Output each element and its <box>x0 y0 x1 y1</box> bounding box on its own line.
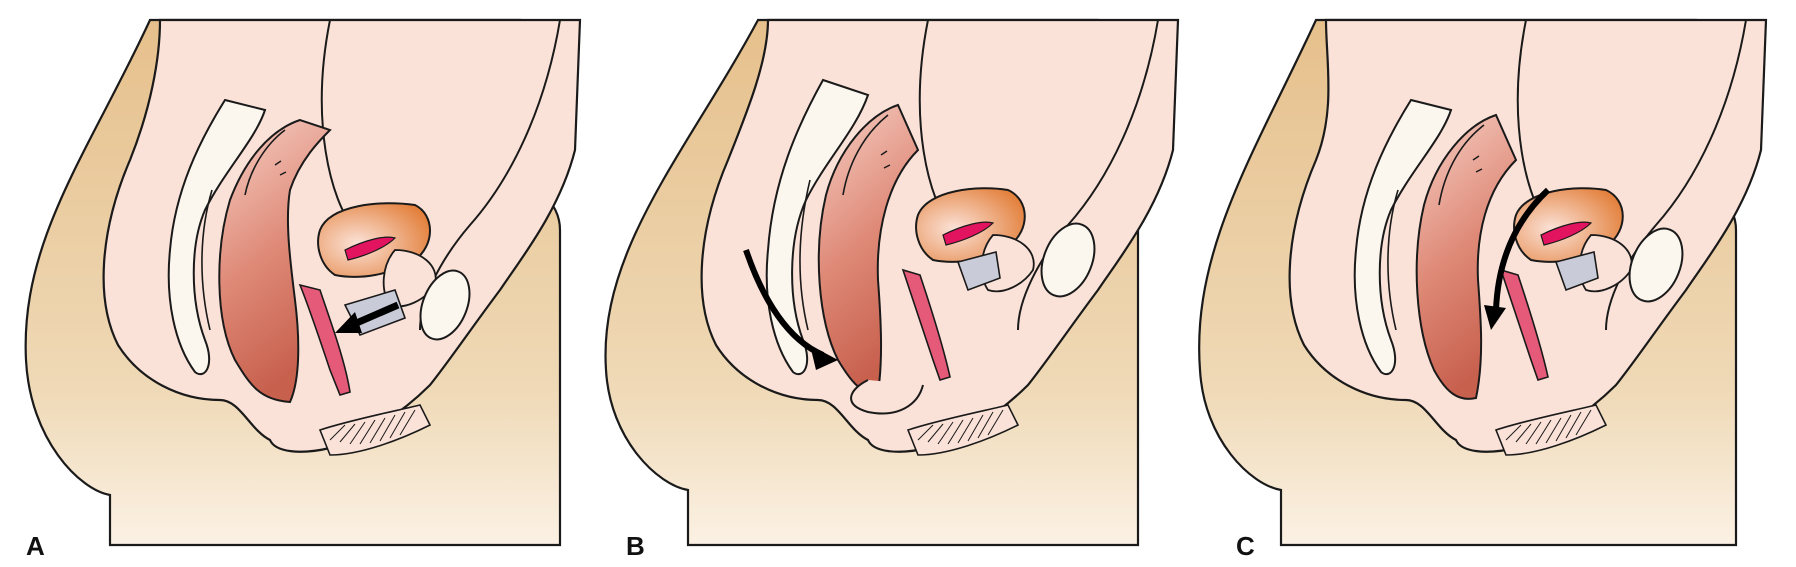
perineum-hatch <box>318 404 432 456</box>
rectum <box>817 103 920 394</box>
panel-c-illustration <box>1198 18 1768 547</box>
pubic-bone <box>1628 227 1684 303</box>
uterine-cavity <box>344 236 397 261</box>
arrow-downward <box>1493 187 1551 311</box>
sacrum <box>167 98 267 375</box>
panel-a-illustration <box>24 18 582 547</box>
panel-label-c: C <box>1236 531 1255 561</box>
panel-b: B <box>598 0 1196 567</box>
panel-label-a: A <box>26 531 45 561</box>
panel-c: C <box>1196 0 1794 567</box>
perineum-hatch <box>906 404 1020 456</box>
pubic-bone <box>1040 222 1096 298</box>
pubic-bone <box>419 269 471 341</box>
uterine-cavity <box>1540 221 1593 246</box>
uterine-cavity <box>942 221 995 246</box>
panel-a: A <box>0 0 598 567</box>
perineum-hatch <box>1494 404 1608 456</box>
panel-label-b: B <box>626 531 645 561</box>
sacrum <box>1353 98 1453 375</box>
rectum <box>1415 113 1518 400</box>
panel-b-illustration <box>604 18 1180 547</box>
bladder <box>382 249 437 308</box>
rectum <box>218 118 332 404</box>
sacrum <box>765 78 870 375</box>
